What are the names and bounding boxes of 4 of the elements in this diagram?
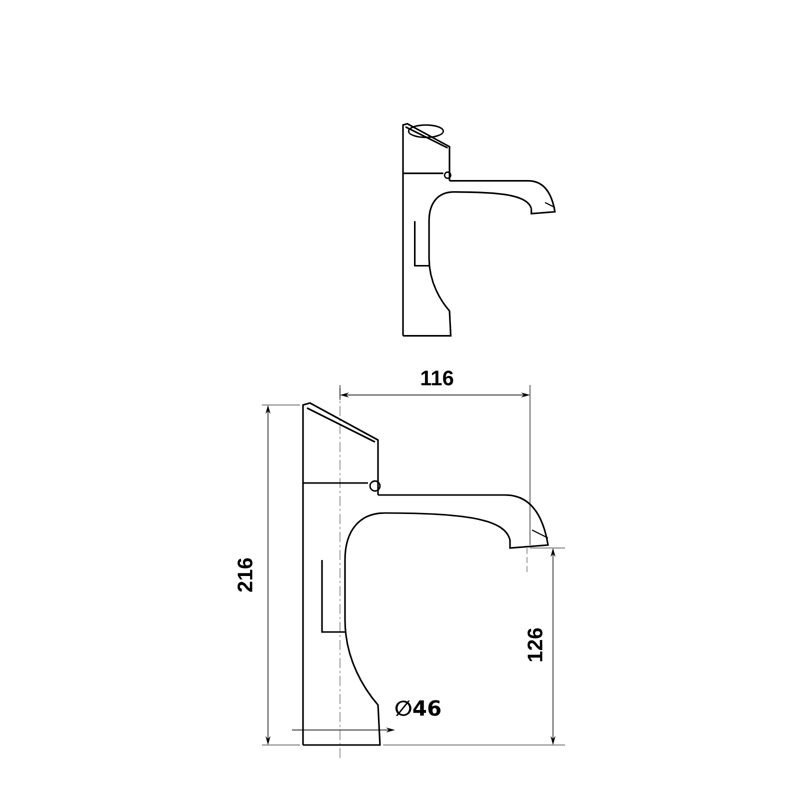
dimension-label: 126: [528, 628, 542, 662]
dimension-label: 216: [238, 558, 252, 592]
dimension-label: 116: [421, 370, 454, 386]
dimension-label: ∅46: [395, 700, 440, 716]
